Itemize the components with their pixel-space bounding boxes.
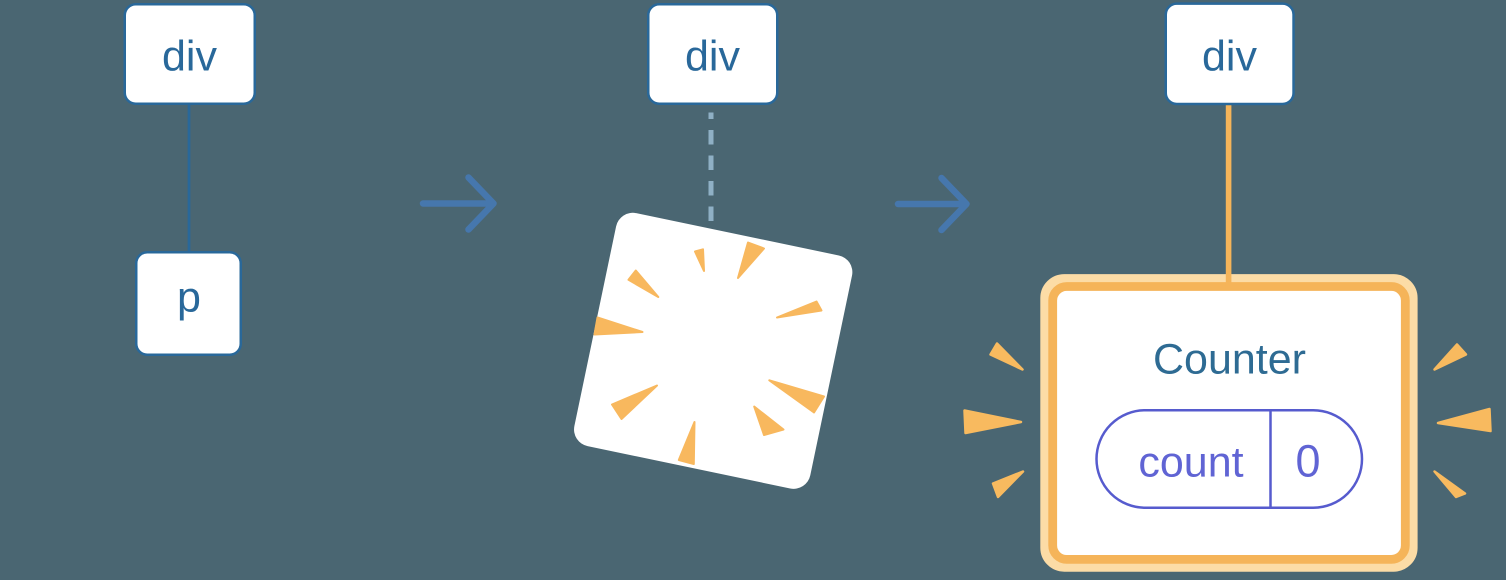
svg-text:div: div (685, 33, 740, 81)
svg-text:div: div (1202, 33, 1257, 81)
svg-text:div: div (162, 33, 217, 81)
svg-text:count: count (1138, 439, 1243, 487)
svg-text:0: 0 (1295, 436, 1320, 487)
svg-text:p: p (177, 274, 201, 322)
svg-text:Counter: Counter (1153, 336, 1306, 384)
